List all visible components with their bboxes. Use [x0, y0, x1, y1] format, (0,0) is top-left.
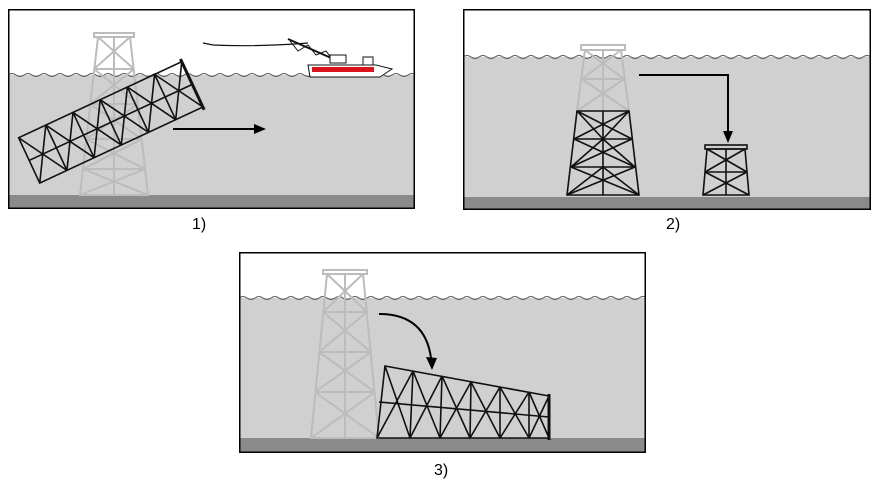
panel-frame [463, 9, 871, 210]
panel-2-label: 2) [666, 216, 681, 233]
panel-1-scene [8, 9, 415, 209]
water-surface [463, 55, 871, 59]
sky [8, 9, 415, 75]
water [239, 298, 646, 438]
crane-vessel [287, 38, 394, 78]
removed-jacket-section [702, 144, 750, 196]
water [8, 75, 415, 195]
panel-frame [8, 9, 415, 209]
panel-1-label: 1) [192, 216, 207, 233]
tow-line [202, 42, 309, 47]
water-surface [239, 296, 646, 300]
movement-arrow [173, 124, 266, 134]
panel-2 [463, 9, 871, 210]
sky [463, 9, 871, 57]
panel-frame [239, 252, 646, 453]
sky [239, 252, 646, 298]
seabed [463, 197, 871, 210]
panel-3-scene [239, 252, 646, 453]
towed-jacket [17, 58, 206, 185]
toppled-jacket [376, 365, 551, 440]
panel-1 [8, 9, 415, 209]
remaining-jacket-base [566, 110, 640, 196]
relocation-arrow [639, 74, 733, 143]
panel-3-label: 3) [434, 462, 449, 479]
water [463, 57, 871, 197]
topple-arrow [378, 313, 437, 370]
panel-3 [239, 252, 646, 453]
seabed [239, 438, 646, 453]
seabed [8, 195, 415, 209]
panel-2-scene [463, 9, 871, 210]
